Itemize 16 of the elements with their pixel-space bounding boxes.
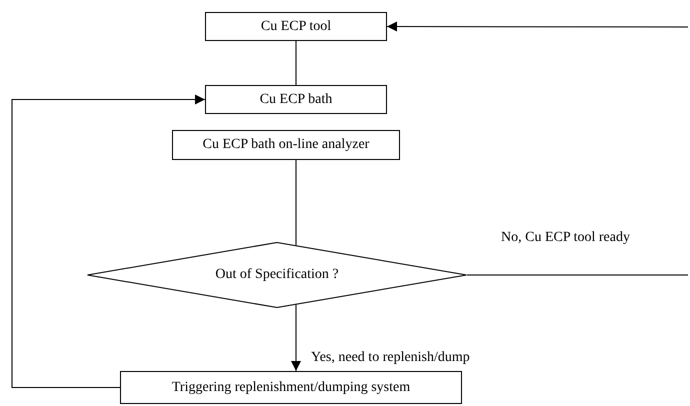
process-box xyxy=(120,371,462,404)
connector-line xyxy=(466,274,688,276)
node-text: Cu ECP bath xyxy=(260,92,332,108)
process-box xyxy=(205,12,387,41)
edge-label: No, Cu ECP tool ready xyxy=(500,230,631,246)
process-box xyxy=(172,130,400,160)
arrow xyxy=(386,22,688,32)
process-box xyxy=(205,85,387,114)
node-text: Out of Specification ? xyxy=(215,267,339,283)
node-text: Cu ECP tool xyxy=(260,18,332,34)
node-text: Cu ECP bath on-line analyzer xyxy=(202,137,370,153)
arrow xyxy=(291,304,301,372)
node-text: Triggering replenishment/dumping system xyxy=(172,380,410,396)
arrow xyxy=(12,94,206,388)
edge-label: Yes, need to replenish/dump xyxy=(310,350,471,366)
decision-diamond xyxy=(87,242,467,308)
